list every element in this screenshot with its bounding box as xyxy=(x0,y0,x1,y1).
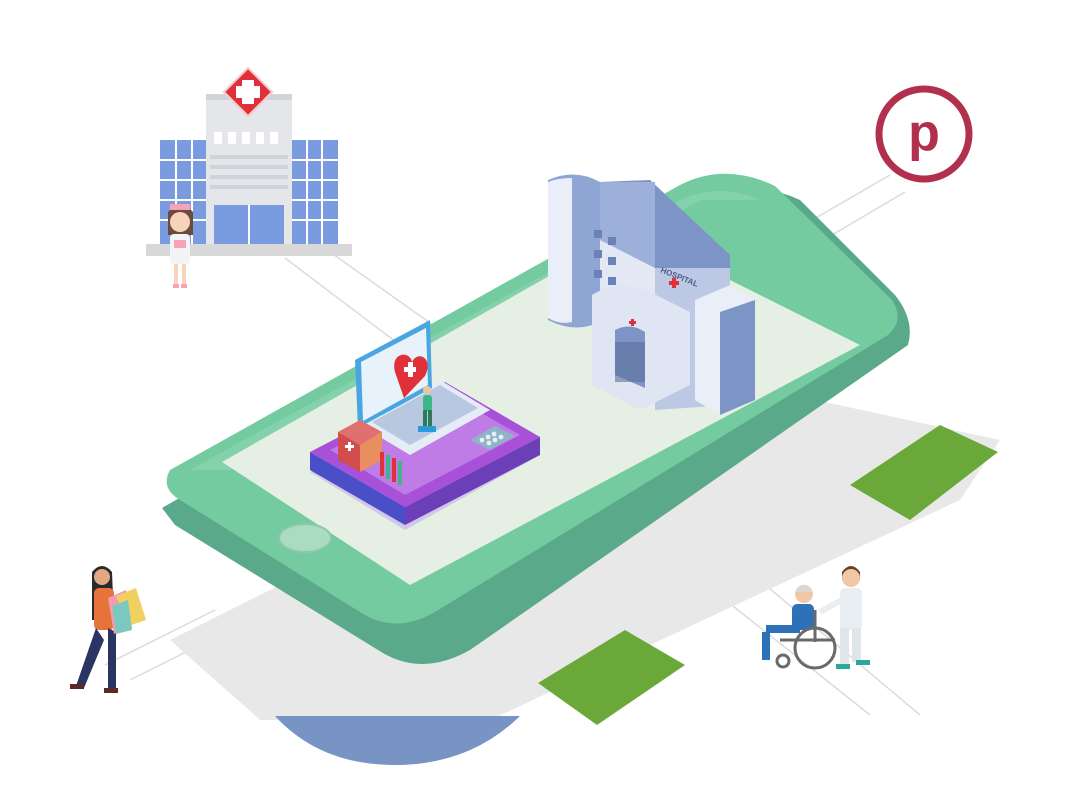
wheelchair-patient-icon xyxy=(762,585,837,670)
parking-letter: p xyxy=(908,104,940,162)
pill-pack-icon xyxy=(470,426,515,450)
doctor-icon xyxy=(418,386,436,432)
medical-kit-icon xyxy=(338,420,382,472)
home-button xyxy=(278,523,332,553)
caregiver-icon xyxy=(818,566,870,669)
red-cross-sign xyxy=(222,66,274,118)
grass-patch-icon xyxy=(850,425,998,520)
shopper-woman-icon xyxy=(70,566,146,693)
laptop-platform xyxy=(310,320,540,530)
blue-base-arc xyxy=(275,716,520,765)
hospital-3d-icon: HOSPITAL xyxy=(548,174,755,415)
heart-cross-icon xyxy=(394,354,428,398)
red-cross-icon xyxy=(629,278,679,326)
hospital-building-icon xyxy=(146,66,352,256)
test-tubes-icon xyxy=(380,452,402,485)
nurse-icon xyxy=(168,204,193,288)
parking-icon: p xyxy=(875,85,973,183)
grass-patch-icon xyxy=(538,630,685,725)
